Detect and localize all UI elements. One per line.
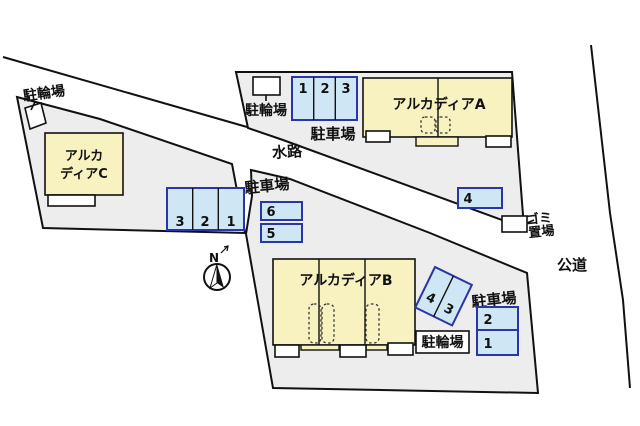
- building-b-porch: [274, 344, 300, 358]
- garbage-area-box: [501, 215, 528, 233]
- public-road-label: 公道: [557, 256, 587, 274]
- building-a-entry-step: [415, 136, 459, 147]
- parking-label-west: 駐車場: [244, 175, 291, 198]
- garbage-area-label: ゴミ 置場: [525, 210, 556, 242]
- space-number: 2: [483, 313, 492, 328]
- compass-arrow: [220, 245, 229, 254]
- space-number: 3: [341, 82, 350, 97]
- building-a-porch: [365, 130, 391, 143]
- compass-arrow-head: [223, 245, 229, 252]
- building-b-entry-step: [300, 344, 340, 351]
- stairs-dotted: [420, 116, 436, 134]
- compass-north-label: N: [209, 251, 219, 265]
- building-a-porch: [485, 135, 512, 148]
- compass-needle-dark: [217, 264, 224, 288]
- space-number: 1: [226, 215, 235, 230]
- bicycle-parking-area-west: [24, 101, 47, 131]
- bicycle-parking-box-south: [415, 330, 470, 354]
- space-divider: [433, 275, 455, 317]
- south-parking-lot: 2 1: [476, 306, 519, 356]
- space-number: 3: [175, 215, 184, 230]
- bicycle-parking-label-west: 駐輪場: [22, 82, 66, 105]
- building-b: アルカディアB: [272, 258, 416, 358]
- garbage-label-tick: [526, 219, 535, 224]
- building-b-porch: [387, 342, 414, 356]
- stairs-dotted: [435, 116, 451, 134]
- parking-space-group: [166, 187, 245, 231]
- building-b-label: アルカディアB: [299, 272, 392, 289]
- space-number: 2: [200, 215, 209, 230]
- building-c-label-line2: ディアC: [60, 166, 108, 182]
- space-number: 5: [266, 227, 275, 242]
- space-number: 1: [298, 82, 307, 97]
- center-parking-lot: 6 5: [260, 201, 303, 243]
- bicycle-parking-label-south: 駐輪場: [422, 334, 464, 351]
- parking-space: [476, 329, 519, 356]
- parking-space-4-east: [457, 187, 503, 209]
- parking-space-group: [291, 76, 358, 121]
- building-b-porch: [339, 344, 367, 358]
- parking-space: [260, 223, 303, 243]
- compass: N: [203, 245, 231, 291]
- parking-label-north: 駐車場: [310, 125, 355, 143]
- building-a: アルカディアA: [362, 77, 513, 148]
- south-rotated-parking: 4 3: [413, 265, 474, 327]
- building-c: [44, 132, 124, 196]
- waterway-north-line: [2, 56, 248, 128]
- building-c-porch: [47, 194, 96, 207]
- building-b-entry-step: [365, 344, 388, 351]
- space-number: 1: [483, 337, 492, 352]
- stairs-dotted: [308, 303, 322, 344]
- garbage-label-line2: 置場: [528, 223, 556, 242]
- bicycle-parking-label-north: 駐輪場: [245, 102, 287, 119]
- building-a-label: アルカディアA: [392, 96, 485, 113]
- stairs-dotted: [321, 303, 335, 344]
- space-number: 4: [463, 192, 472, 207]
- bicycle-parking-area-north: [252, 76, 281, 96]
- space-number: 2: [320, 82, 329, 97]
- north-parking-lot: 1 2 3: [291, 76, 358, 121]
- public-road-line: [590, 44, 631, 389]
- building-b-outline: [272, 258, 416, 346]
- compass-needle-light: [209, 263, 218, 290]
- building-c-label-line1: アルカ: [65, 149, 103, 164]
- bicycle-label-tick-west: [30, 101, 36, 111]
- space-number: 6: [266, 205, 275, 220]
- parking-space: [260, 201, 303, 221]
- stairs-dotted: [365, 303, 380, 344]
- parking-label-south: 駐車場: [471, 289, 518, 312]
- waterway-label: 水路: [271, 142, 303, 162]
- west-parking-lot: 3 2 1: [166, 187, 245, 231]
- garbage-label-line1: ゴミ: [525, 210, 553, 229]
